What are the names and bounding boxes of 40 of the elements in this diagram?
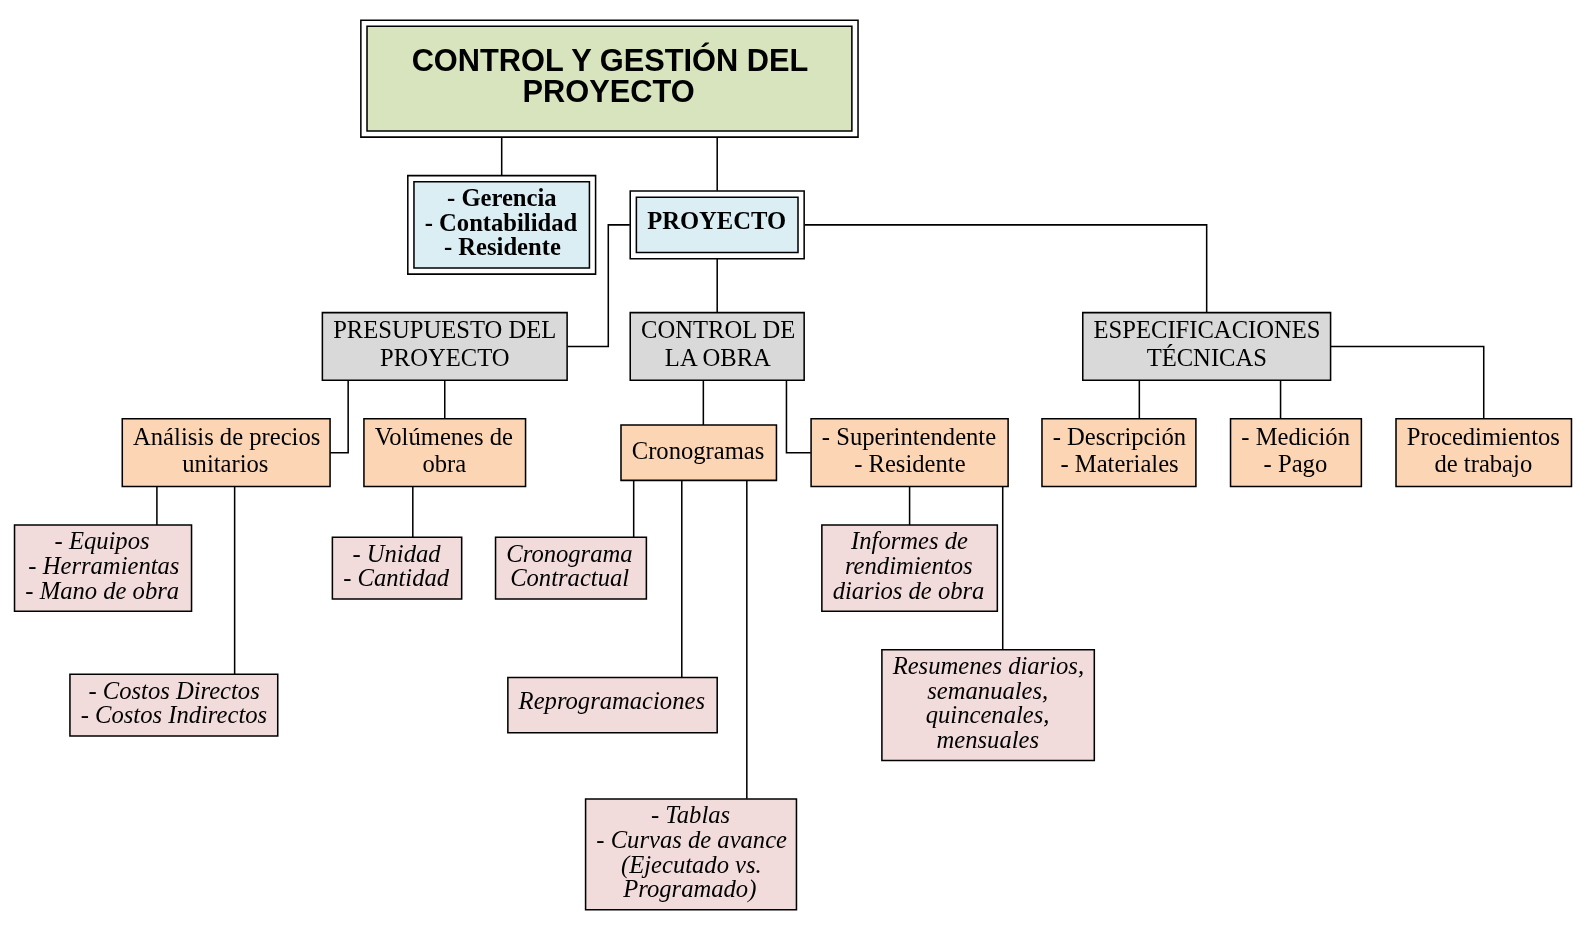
connector [681, 479, 683, 678]
node-box: Cronograma Contractual [494, 536, 648, 600]
connector [1138, 379, 1141, 420]
connector [156, 485, 158, 526]
node-box: - Equipos - Herramientas - Mano de obra [13, 524, 193, 612]
node-box: PROYECTO [629, 190, 805, 260]
node-box: Reprogramaciones [507, 676, 718, 734]
node-box: Cronogramas [620, 424, 778, 482]
connector [702, 379, 705, 426]
connector [746, 480, 748, 800]
connector [233, 485, 236, 675]
node-box: Resumenes diarios, semanuales, quincenales, mensuales [881, 648, 1096, 762]
connector [1329, 345, 1485, 420]
node-box: - Descripción - Materiales [1041, 418, 1197, 488]
node-box: - Medición - Pago [1229, 418, 1363, 488]
node-box: Análisis de precios unitarios [121, 418, 331, 488]
connector [1279, 379, 1282, 420]
connector [908, 485, 911, 526]
node-box: CONTROL Y GESTIÓN DEL PROYECTO [360, 19, 859, 138]
connector [566, 224, 631, 348]
node-box: - Gerencia - Contabilidad - Residente [407, 174, 597, 275]
connector [1001, 485, 1004, 651]
node-box: ESPECIFICACIONES TÉCNICAS [1082, 311, 1332, 382]
connector [785, 379, 812, 454]
connector [443, 379, 446, 420]
node-box: Procedimientos de trabajo [1395, 418, 1573, 488]
node-box: - Tablas - Curvas de avance (Ejecutado vs. Programado) [584, 798, 798, 911]
node-box: - Unidad - Cantidad [331, 536, 463, 600]
connector [716, 258, 718, 314]
node-box: CONTROL DE LA OBRA [629, 311, 805, 382]
node-box: Volúmenes de obra [363, 418, 527, 488]
node-box: PRESUPUESTO DEL PROYECTO [321, 311, 568, 382]
connector [412, 485, 414, 538]
connector [716, 136, 718, 192]
node-box: - Costos Directos - Costos Indirectos [69, 673, 279, 737]
connector [632, 479, 635, 538]
connector [803, 224, 1208, 314]
node-box: Informes de rendimientos diarios de obra [821, 524, 999, 612]
node-box: - Superintendente - Residente [810, 418, 1009, 488]
connector [500, 136, 503, 176]
